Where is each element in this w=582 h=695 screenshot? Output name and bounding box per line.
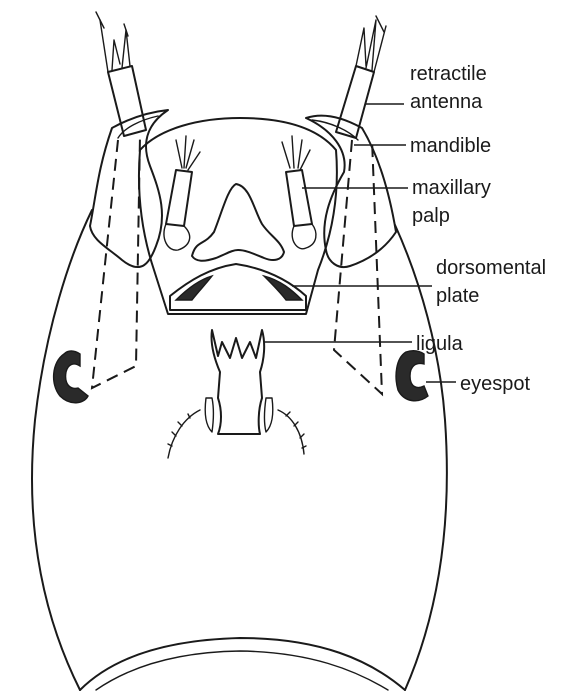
left-paraligula — [205, 398, 213, 432]
left-mandible — [90, 110, 168, 267]
right-paraligula — [265, 398, 273, 432]
epipharynx — [192, 184, 284, 261]
labrum — [139, 118, 337, 314]
ligula — [211, 330, 264, 434]
label-palp: palp — [412, 205, 450, 227]
label-plate: plate — [436, 285, 479, 307]
label-dorsomental: dorsomental — [436, 257, 546, 279]
right-hypopharynx — [278, 410, 304, 454]
right-eyespot — [396, 351, 428, 401]
right-mandible — [306, 116, 396, 267]
left-hypopharynx — [168, 410, 200, 458]
right-maxillary-palp — [282, 136, 316, 249]
label-mandible: mandible — [410, 135, 491, 157]
label-antenna: antenna — [410, 91, 483, 113]
occipital-margin — [80, 638, 405, 690]
label-ligula: ligula — [416, 333, 464, 355]
left-maxillary-palp — [164, 136, 200, 250]
label-retractile: retractile — [410, 63, 487, 85]
left-eyespot — [54, 351, 88, 403]
label-maxillary: maxillary — [412, 177, 491, 199]
head-capsule-outline — [32, 210, 92, 690]
label-eyespot: eyespot — [460, 373, 530, 395]
occipital-margin-inner — [96, 651, 388, 690]
